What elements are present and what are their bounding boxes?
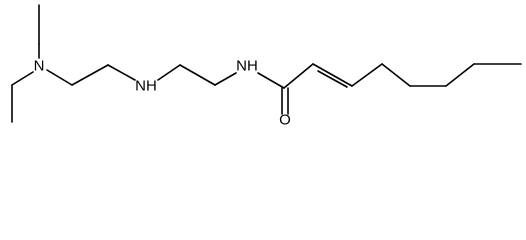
atom-label-amide-nh: NH bbox=[236, 58, 258, 75]
bond-carbonyl-ca bbox=[283, 63, 314, 89]
bond-c8-c9 bbox=[445, 63, 475, 87]
bond-c2-nh bbox=[107, 64, 136, 81]
chemical-structure-diagram: N NH NH O bbox=[11, 4, 522, 129]
bond-cb-c6 bbox=[351, 63, 383, 87]
bond-c4-nh2 bbox=[214, 72, 237, 86]
atom-label-carbonyl-o: O bbox=[279, 112, 291, 129]
bond-c6-c7 bbox=[381, 63, 411, 87]
bond-c1-c2 bbox=[71, 64, 109, 86]
bond-n-c1 bbox=[46, 69, 73, 86]
atom-label-amine-n: N bbox=[34, 58, 45, 75]
bond-nh-c3 bbox=[157, 64, 181, 81]
bond-c3-c4 bbox=[179, 64, 216, 86]
bond-ca-cb bbox=[312, 63, 353, 87]
atom-label-secondary-amine: NH bbox=[135, 78, 157, 95]
bond-ca-cb-inner bbox=[317, 70, 348, 88]
structure-canvas: N NH NH O bbox=[11, 4, 522, 129]
bond-ethyl2-n-ch2 bbox=[11, 71, 34, 86]
bond-nh2-carbonyl bbox=[257, 72, 285, 89]
